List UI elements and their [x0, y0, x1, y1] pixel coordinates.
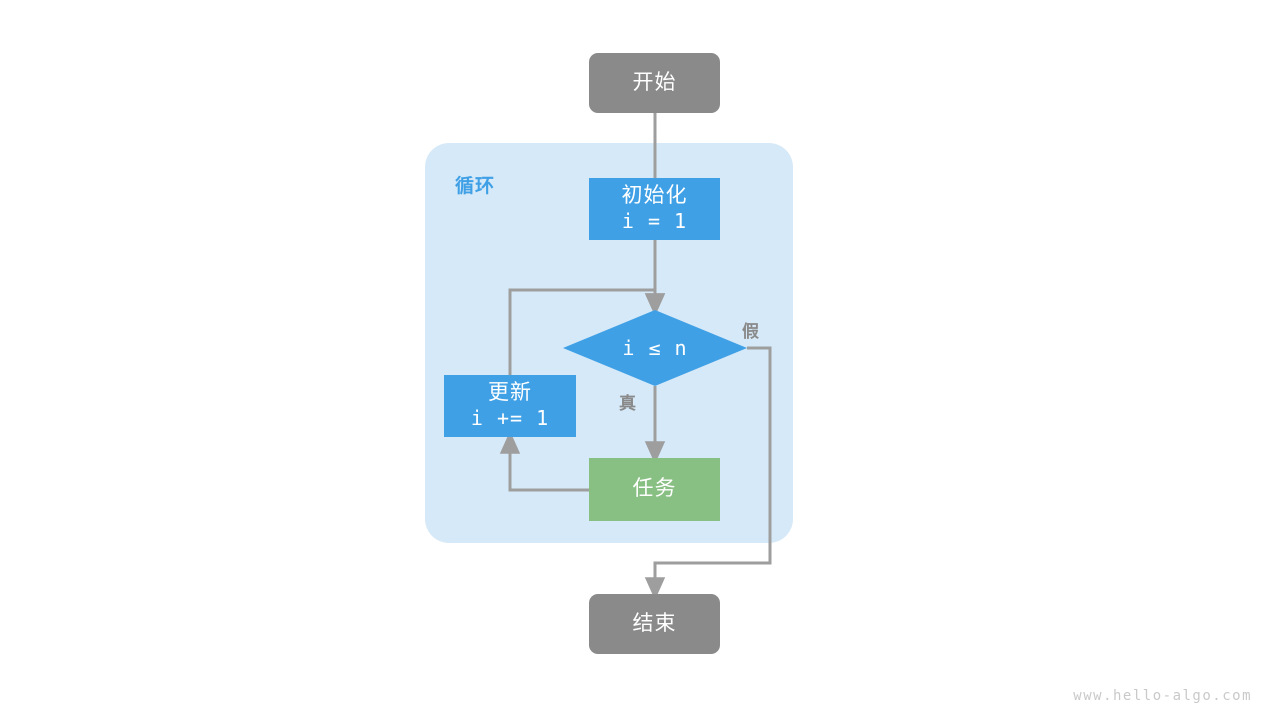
node-init-shape[interactable]: [589, 178, 720, 240]
node-start-shape[interactable]: [589, 53, 720, 113]
loop-group-label: 循环: [455, 176, 496, 197]
node-condition-shape[interactable]: [563, 310, 747, 386]
edge-update-to-condition: [508, 288, 666, 375]
node-task-shape[interactable]: [589, 458, 720, 521]
edge-label-false: 假: [742, 322, 760, 341]
watermark: www.hello-algo.com: [1073, 688, 1252, 704]
edge-condition-to-end: [644, 346, 772, 601]
edge-task-to-update: [499, 430, 589, 492]
node-end-shape[interactable]: [589, 594, 720, 654]
edge-label-true: 真: [619, 394, 637, 413]
node-update-shape[interactable]: [444, 375, 576, 437]
